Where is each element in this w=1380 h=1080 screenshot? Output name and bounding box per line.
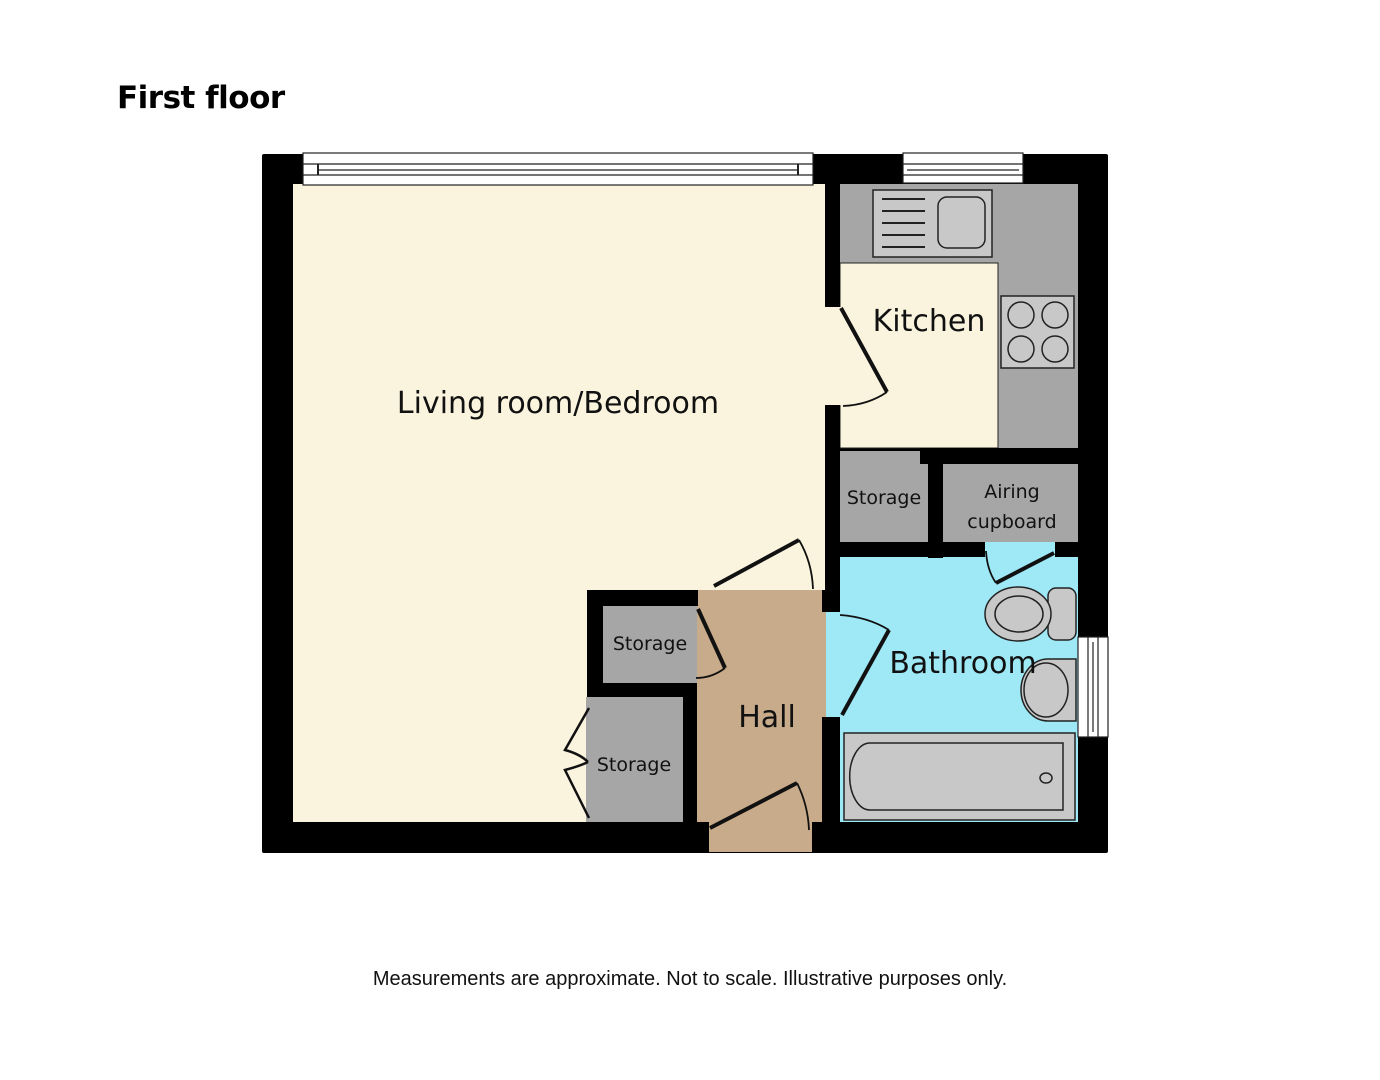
disclaimer-text: Measurements are approximate. Not to sca… [372, 968, 1008, 990]
floor-title: First floor [117, 80, 285, 116]
living-window [302, 152, 814, 186]
wall-living-kitchen [825, 184, 840, 307]
label-airing-line2: cupboard [967, 511, 1056, 533]
wall-living-storage [825, 405, 840, 590]
kitchen-doorway [825, 307, 841, 405]
toilet-icon [984, 586, 1077, 642]
label-storage-hall-upper: Storage [613, 633, 687, 655]
hall-entrance [709, 820, 812, 852]
hall-fill-left [697, 606, 699, 822]
room-hall [698, 590, 826, 822]
door-entrance [709, 781, 810, 831]
basin-icon [1020, 658, 1077, 722]
wall-kitchen-storage [920, 448, 1078, 464]
door-kitchen [839, 307, 889, 407]
sink-icon [872, 189, 993, 258]
door-living-hall [713, 538, 814, 590]
wall-storage-bath [840, 542, 985, 557]
wall-hall-right [822, 590, 840, 612]
bath-icon [843, 732, 1076, 821]
room-storage-hall-lower [586, 697, 683, 822]
bathroom-doorway [826, 612, 840, 717]
label-airing-line1: Airing [984, 481, 1039, 503]
storage-upper-doorway [683, 612, 699, 679]
door-storage-upper [695, 608, 727, 679]
kitchen-window [902, 152, 1024, 184]
label-living-room: Living room/Bedroom [397, 386, 719, 421]
wall-hall-right-lower [822, 717, 840, 822]
room-airing-cupboard [943, 464, 1078, 542]
bathroom-window [1077, 636, 1109, 738]
label-storage-kitchen: Storage [847, 487, 921, 509]
hob-icon [1000, 295, 1075, 369]
room-storage-kitchen [840, 451, 928, 542]
label-bathroom: Bathroom [889, 646, 1036, 681]
room-kitchen-floor [839, 262, 999, 449]
door-storage-lower [563, 707, 591, 819]
door-bathroom [839, 614, 891, 716]
wall-airing-bath [1055, 542, 1078, 557]
wall-storage-airing [928, 448, 943, 558]
label-storage-hall-lower: Storage [597, 754, 671, 776]
door-airing [985, 550, 1055, 585]
room-storage-hall-upper [603, 606, 697, 683]
airing-doorway [985, 542, 1055, 558]
label-hall: Hall [738, 700, 796, 735]
label-kitchen: Kitchen [873, 304, 986, 339]
